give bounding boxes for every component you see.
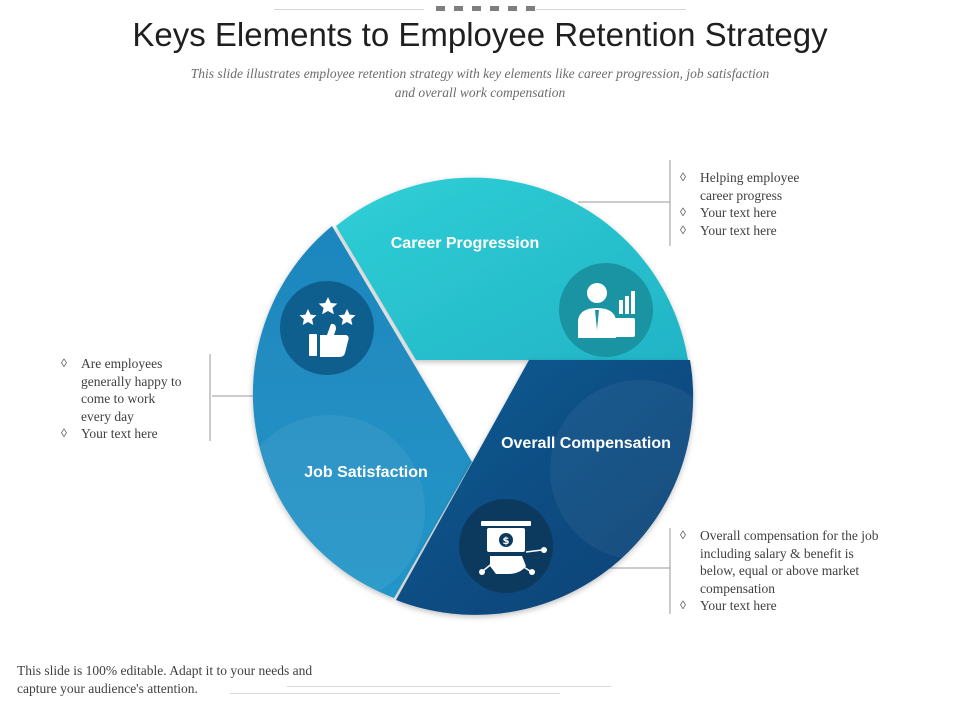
compensation-highlight — [550, 380, 730, 560]
thumbs-up-stars-icon — [280, 281, 374, 375]
money-hand-icon: $ — [459, 499, 553, 593]
top-decoration — [274, 6, 686, 14]
overall-compensation-label: Overall Compensation — [501, 435, 671, 452]
list-item: Overall compensation for the jobincludin… — [680, 527, 878, 597]
career-progression-label: Career Progression — [391, 235, 540, 252]
list-item: Your text here — [680, 204, 799, 222]
footer-note: This slide is 100% editable. Adapt it to… — [17, 663, 313, 696]
list-item: Your text here — [680, 222, 799, 240]
job-satisfaction-label: Job Satisfaction — [304, 464, 428, 481]
footer-divider — [230, 693, 560, 694]
list-item: Your text here — [61, 425, 181, 443]
footer-divider — [287, 686, 611, 687]
page-title: Keys Elements to Employee Retention Stra… — [132, 16, 828, 53]
list-item: Your text here — [680, 597, 878, 615]
satisfaction-highlight — [235, 415, 425, 605]
page-subtitle: This slide illustrates employee retentio… — [190, 66, 770, 100]
businessman-growth-icon — [559, 263, 653, 357]
overall-compensation-notes: Overall compensation for the jobincludin… — [680, 527, 878, 615]
svg-text:$: $ — [503, 536, 510, 547]
